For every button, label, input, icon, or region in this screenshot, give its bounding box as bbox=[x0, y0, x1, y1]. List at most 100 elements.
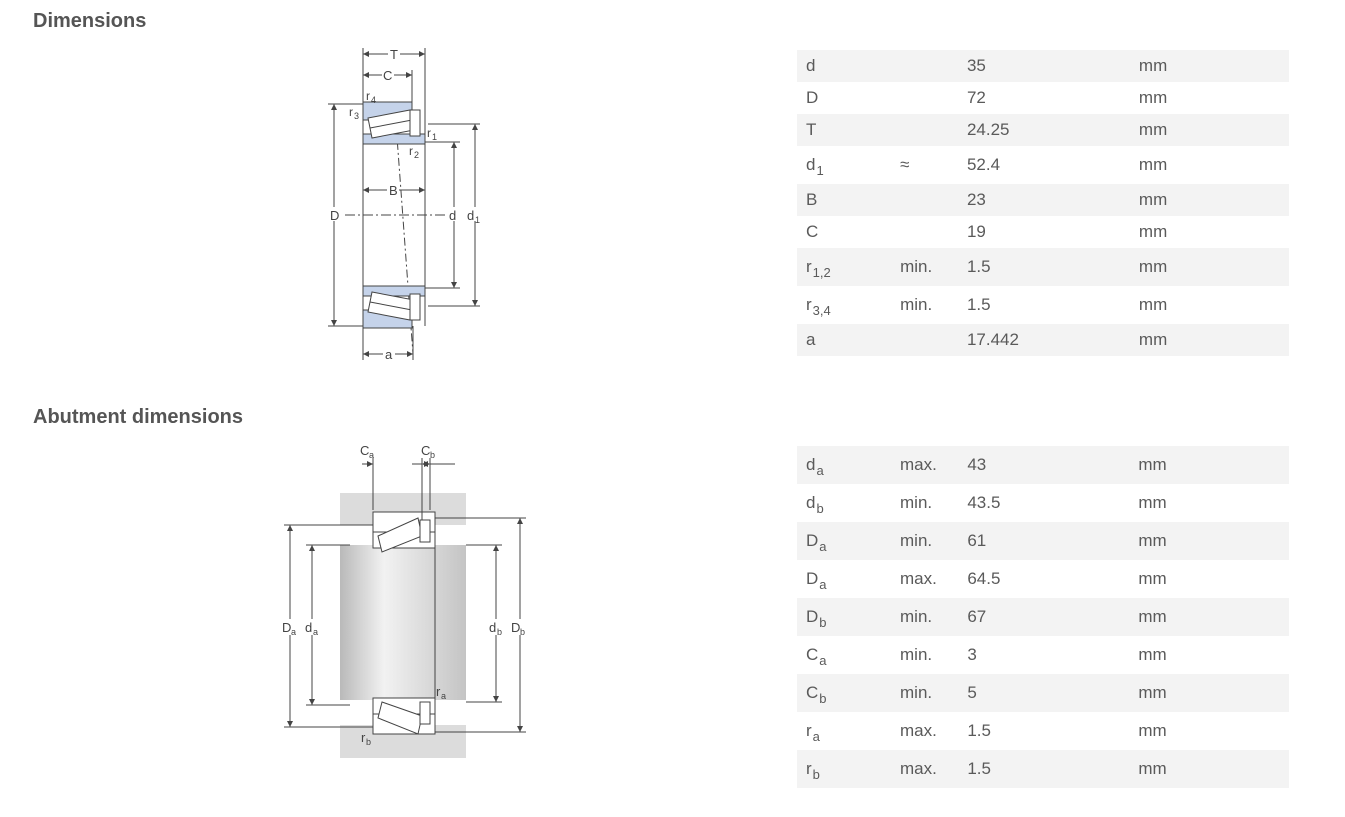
symbol-letter: T bbox=[806, 120, 817, 139]
symbol-letter: r bbox=[806, 759, 812, 778]
label-d1: d bbox=[467, 208, 474, 223]
row-qualifier: max. bbox=[891, 560, 959, 598]
symbol-subscript: b bbox=[812, 767, 820, 782]
symbol-subscript: 3,4 bbox=[812, 303, 831, 318]
label-r4: r bbox=[366, 89, 370, 103]
row-value: 3 bbox=[958, 636, 1130, 674]
symbol-letter: d bbox=[806, 493, 816, 512]
row-value: 35 bbox=[957, 50, 1130, 82]
label-C: C bbox=[383, 68, 392, 83]
row-symbol: D bbox=[797, 82, 892, 114]
row-qualifier: min. bbox=[891, 674, 959, 712]
symbol-subscript: a bbox=[812, 729, 820, 744]
symbol-subscript: b bbox=[819, 615, 827, 630]
row-unit: mm bbox=[1129, 674, 1289, 712]
row-value: 1.5 bbox=[957, 248, 1130, 286]
row-value: 43 bbox=[958, 446, 1130, 484]
row-value: 64.5 bbox=[958, 560, 1130, 598]
symbol-letter: d bbox=[806, 155, 816, 174]
row-unit: mm bbox=[1129, 636, 1289, 674]
row-qualifier: min. bbox=[891, 484, 959, 522]
label-a: a bbox=[385, 347, 393, 362]
row-unit: mm bbox=[1129, 184, 1289, 216]
row-qualifier: min. bbox=[891, 286, 958, 324]
abutment-dimensions-drawing: C a C b D a d a d b D b r a r b bbox=[270, 440, 540, 765]
row-unit: mm bbox=[1129, 216, 1289, 248]
label-r1-sub: 1 bbox=[432, 132, 437, 142]
row-qualifier: min. bbox=[891, 598, 959, 636]
symbol-subscript: b bbox=[819, 691, 827, 706]
label-ra-sub: a bbox=[441, 691, 446, 701]
label-db-sub: b bbox=[497, 627, 502, 637]
row-unit: mm bbox=[1129, 522, 1289, 560]
row-value: 23 bbox=[957, 184, 1130, 216]
label-Ca: C bbox=[360, 443, 369, 458]
row-unit: mm bbox=[1129, 484, 1289, 522]
row-unit: mm bbox=[1129, 750, 1289, 788]
row-qualifier bbox=[891, 184, 958, 216]
row-qualifier bbox=[891, 216, 958, 248]
label-r2: r bbox=[409, 144, 413, 158]
row-symbol: a bbox=[797, 324, 892, 356]
row-symbol: B bbox=[797, 184, 892, 216]
row-qualifier: min. bbox=[891, 636, 959, 674]
symbol-subscript: a bbox=[819, 653, 827, 668]
abutment-dimensions-title: Abutment dimensions bbox=[33, 406, 244, 428]
row-symbol: r3,4 bbox=[797, 286, 892, 324]
label-Da-sub: a bbox=[291, 627, 296, 637]
row-unit: mm bbox=[1129, 712, 1289, 750]
row-value: 72 bbox=[957, 82, 1130, 114]
bearing-dimensions-drawing: T C r 4 r 3 r 1 r 2 B D d d 1 a bbox=[270, 42, 530, 367]
label-Cb-sub: b bbox=[430, 450, 435, 460]
symbol-subscript: a bbox=[819, 539, 827, 554]
label-d: d bbox=[449, 208, 456, 223]
row-symbol: ra bbox=[797, 712, 892, 750]
row-qualifier: max. bbox=[891, 712, 959, 750]
row-qualifier: min. bbox=[891, 522, 959, 560]
row-symbol: Da bbox=[797, 522, 892, 560]
row-symbol: T bbox=[797, 114, 892, 146]
row-symbol: Da bbox=[797, 560, 892, 598]
dimensions-title: Dimensions bbox=[33, 10, 147, 32]
row-symbol: d bbox=[797, 50, 892, 82]
symbol-letter: r bbox=[806, 295, 812, 314]
label-rb-sub: b bbox=[366, 737, 371, 747]
row-symbol: C bbox=[797, 216, 892, 248]
row-symbol: Db bbox=[797, 598, 892, 636]
label-r2-sub: 2 bbox=[414, 150, 419, 160]
row-qualifier: min. bbox=[891, 248, 958, 286]
label-da-sub: a bbox=[313, 627, 318, 637]
symbol-subscript: a bbox=[819, 577, 827, 592]
label-Ca-sub: a bbox=[369, 450, 374, 460]
row-symbol: da bbox=[797, 446, 892, 484]
row-qualifier bbox=[891, 114, 958, 146]
symbol-subscript: 1,2 bbox=[812, 265, 831, 280]
label-Db: D bbox=[511, 620, 520, 635]
row-value: 67 bbox=[958, 598, 1130, 636]
row-value: 5 bbox=[958, 674, 1130, 712]
symbol-letter: C bbox=[806, 683, 819, 702]
row-unit: mm bbox=[1129, 598, 1289, 636]
label-B: B bbox=[389, 183, 398, 198]
label-Da: D bbox=[282, 620, 291, 635]
label-r3-sub: 3 bbox=[354, 111, 359, 121]
label-r3: r bbox=[349, 105, 353, 119]
